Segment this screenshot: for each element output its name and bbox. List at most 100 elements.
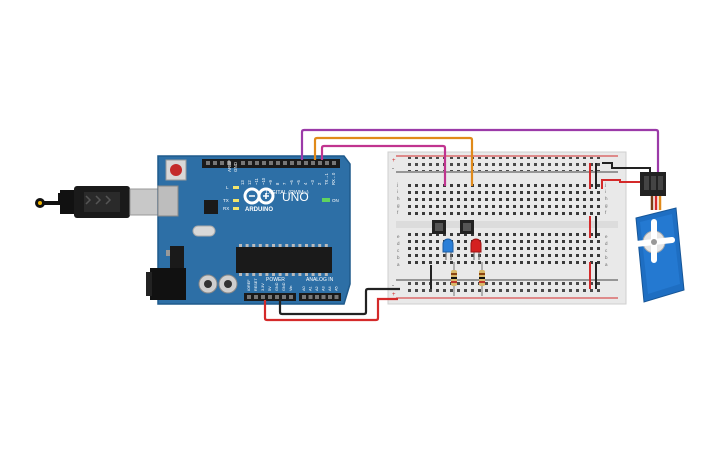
chip-leg	[311, 244, 315, 247]
row-letter: g	[605, 203, 608, 208]
analog-pin-hole[interactable]	[308, 295, 313, 299]
digital-pin-hole[interactable]	[325, 161, 329, 165]
arduino-logo	[243, 187, 275, 205]
analog-pin-hole[interactable]	[321, 295, 326, 299]
bottom-terminal-strip[interactable]	[404, 233, 600, 268]
chip-leg	[291, 273, 295, 276]
onboard-leds: L TX RX	[223, 185, 239, 211]
digital-pin-hole[interactable]	[269, 161, 273, 165]
digital-pin-hole[interactable]	[248, 161, 252, 165]
resistor-1[interactable]	[451, 262, 457, 296]
row-letter: a	[397, 262, 400, 267]
power-pin-hole[interactable]	[282, 295, 286, 299]
chip-leg	[318, 244, 322, 247]
led-rx-label: RX	[223, 206, 229, 211]
row-letter: e	[605, 234, 608, 239]
analog-pin-label: A4	[328, 286, 332, 291]
digital-pin-hole[interactable]	[311, 161, 315, 165]
digital-pin-hole[interactable]	[255, 161, 259, 165]
wire-red-5v[interactable]	[263, 297, 398, 322]
digital-pin-hole[interactable]	[206, 161, 210, 165]
digital-pin-hole[interactable]	[290, 161, 294, 165]
digital-label: DIGITAL (PWM~)	[266, 190, 309, 196]
analog-pin-hole[interactable]	[302, 295, 306, 299]
power-pin-hole[interactable]	[247, 295, 251, 299]
digital-pin-hole[interactable]	[213, 161, 217, 165]
resistor-2[interactable]	[479, 262, 485, 296]
wire-black-gnd[interactable]	[278, 287, 400, 316]
analog-pin-hole[interactable]	[334, 295, 339, 299]
analog-pin-hole[interactable]	[328, 295, 332, 299]
row-letter: c	[397, 248, 400, 253]
chip-leg	[305, 273, 308, 276]
wire-orange[interactable]	[313, 136, 474, 186]
analog-pin-hole[interactable]	[315, 295, 319, 299]
digital-pin-hole[interactable]	[304, 161, 308, 165]
digital-pin-label: ~6	[289, 180, 294, 185]
usb-cable[interactable]	[35, 186, 161, 218]
digital-pin-holes	[206, 161, 336, 165]
row-letter: f	[605, 210, 607, 215]
power-pin-hole[interactable]	[261, 295, 265, 299]
digital-pin-hole[interactable]	[283, 161, 287, 165]
chip-leg	[252, 273, 256, 276]
center-divider	[396, 221, 618, 228]
bottom-rail-plus: +	[392, 292, 396, 298]
pushbutton-2[interactable]	[460, 220, 474, 234]
power-pin-label: Vin	[289, 286, 293, 291]
breadboard-jumpers[interactable]	[430, 163, 597, 289]
digital-pin-hole[interactable]	[332, 161, 336, 165]
digital-pin-hole[interactable]	[227, 161, 231, 165]
chip-leg	[265, 273, 269, 276]
wire-magenta[interactable]	[320, 144, 447, 186]
row-letter: b	[397, 255, 400, 260]
power-pin-hole[interactable]	[289, 295, 293, 299]
power-pin-holes	[247, 295, 293, 299]
power-pin-hole[interactable]	[275, 295, 279, 299]
usb-b-port	[157, 185, 179, 217]
led-l-label: L	[226, 185, 229, 190]
digital-pin-hole[interactable]	[297, 161, 301, 165]
power-led	[322, 198, 330, 202]
reset-button-cap	[170, 164, 182, 176]
chip-leg	[278, 273, 282, 276]
digital-pin-hole[interactable]	[241, 161, 245, 165]
power-pin-hole[interactable]	[254, 295, 258, 299]
pushbutton-1[interactable]	[432, 220, 446, 234]
digital-pin-label: ~11	[254, 178, 259, 185]
row-letter: h	[605, 196, 608, 201]
chip-leg	[298, 273, 302, 276]
row-letter: f	[397, 210, 399, 215]
chip-leg	[245, 244, 249, 247]
led-red[interactable]	[470, 238, 482, 260]
usb-chip	[204, 200, 218, 214]
chip-leg	[258, 273, 262, 276]
chip-leg	[305, 244, 308, 247]
row-letter: j	[604, 182, 606, 187]
wire-purple[interactable]	[300, 128, 660, 174]
top-terminal-strip[interactable]	[404, 181, 600, 216]
chip-leg	[252, 244, 256, 247]
led-blue[interactable]	[442, 238, 454, 260]
chip-leg	[258, 244, 262, 247]
chip-leg	[239, 273, 242, 276]
power-pin-hole[interactable]	[268, 295, 272, 299]
digital-pin-hole[interactable]	[262, 161, 266, 165]
top-power-rail[interactable]	[404, 157, 600, 171]
digital-pin-label: 8	[275, 182, 280, 185]
chip-leg	[324, 273, 328, 276]
analog-pin-label: A1	[309, 286, 313, 291]
digital-pin-label: 13	[240, 180, 245, 185]
digital-pin-hole[interactable]	[220, 161, 224, 165]
digital-pin-hole[interactable]	[318, 161, 322, 165]
servo-motor[interactable]	[633, 172, 685, 303]
digital-pin-label: RX←0	[331, 172, 336, 185]
digital-pin-label: 2	[317, 182, 322, 185]
bottom-power-rail[interactable]	[404, 282, 600, 296]
chip-leg	[265, 244, 269, 247]
digital-pin-hole[interactable]	[276, 161, 280, 165]
wire-servo-power[interactable]	[601, 162, 651, 189]
